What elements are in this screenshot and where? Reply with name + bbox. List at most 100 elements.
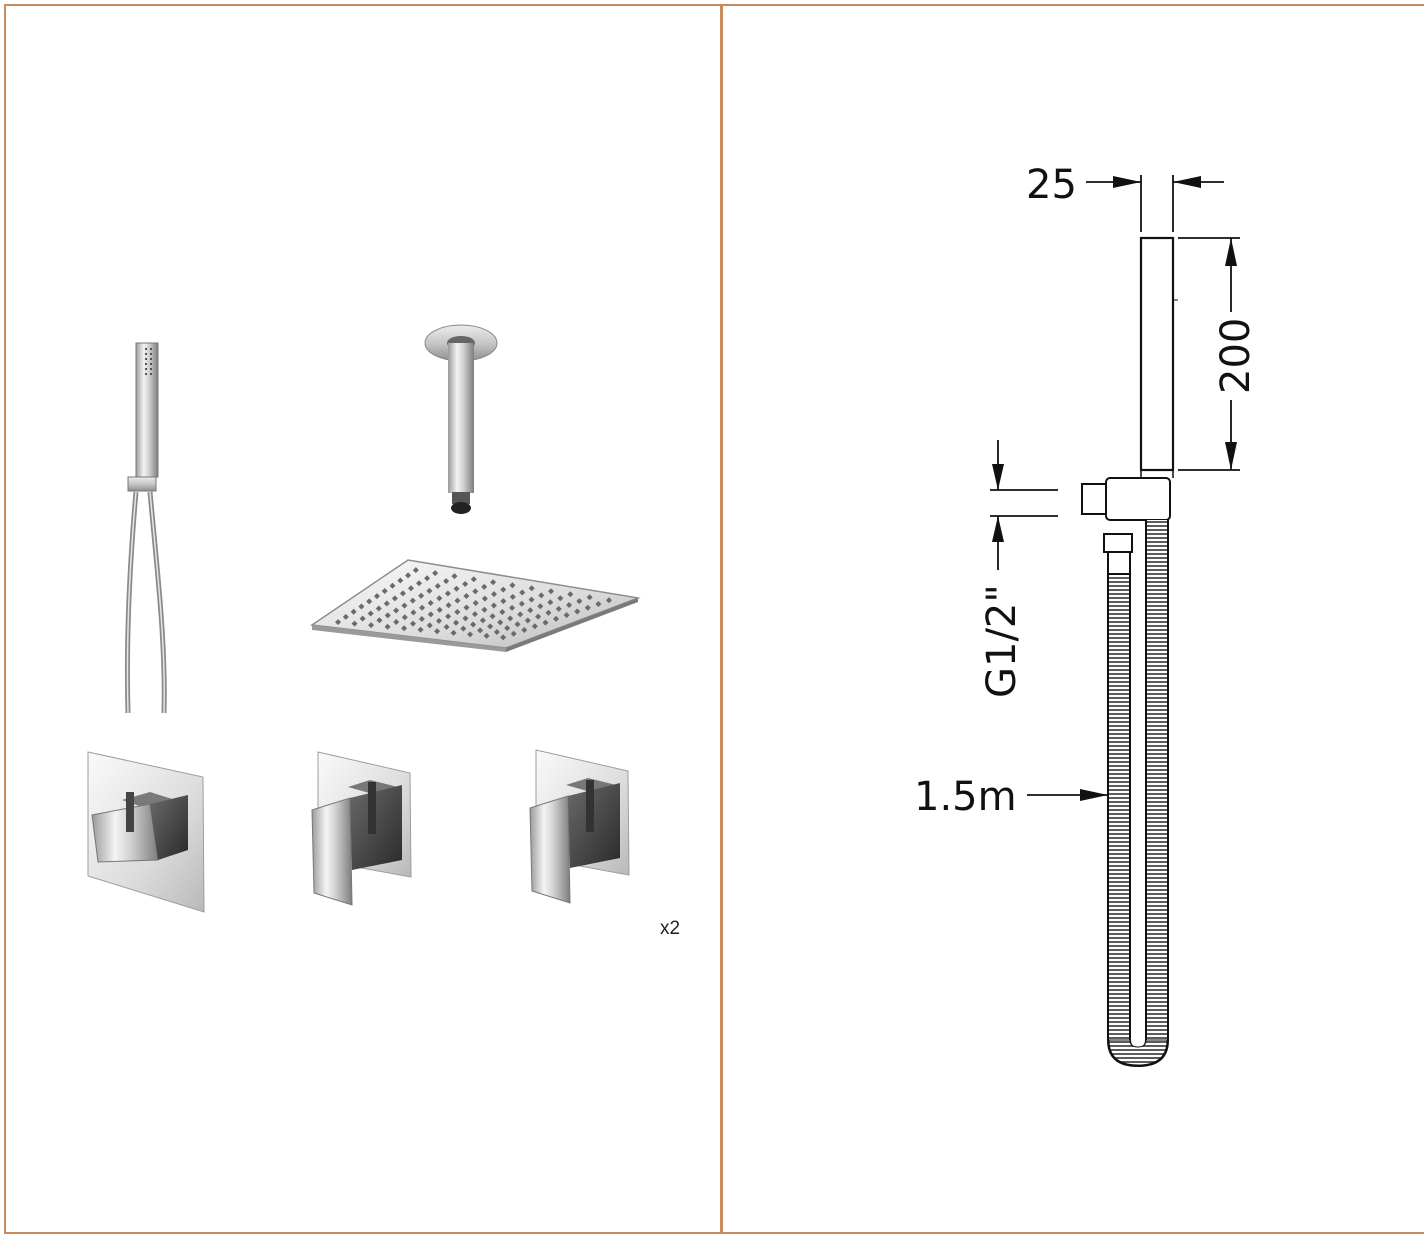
nozzle-dot xyxy=(487,623,494,630)
nozzle-dot xyxy=(538,592,545,599)
nozzle-dot xyxy=(401,614,408,621)
nozzle-dot xyxy=(401,602,408,609)
nozzle-dot xyxy=(545,609,552,616)
nozzle-dot xyxy=(472,600,479,607)
nozzle-dot xyxy=(426,587,433,594)
nozzle-dot xyxy=(463,593,470,600)
nozzle-dot xyxy=(373,593,380,600)
nozzle-dot xyxy=(504,625,511,632)
nozzle-dot xyxy=(435,617,442,624)
nozzle-dot xyxy=(605,597,612,604)
nozzle-dot xyxy=(481,583,488,590)
nozzle-dot xyxy=(376,617,383,624)
diverter-valve-image xyxy=(311,751,412,906)
nozzle-dot xyxy=(483,632,490,639)
nozzle-dot xyxy=(401,625,408,632)
nozzle-dot xyxy=(450,629,457,636)
thread-dimension xyxy=(990,440,1058,570)
nozzle-dot xyxy=(507,615,514,622)
nozzle-dot xyxy=(383,600,390,607)
thermostatic-valve-image xyxy=(87,751,205,913)
nozzle-dot xyxy=(451,573,458,580)
nozzle-dot xyxy=(351,620,358,627)
nozzle-dot xyxy=(470,621,477,628)
nozzle-dot xyxy=(407,585,414,592)
hose-length-dimension xyxy=(1027,789,1108,801)
nozzle-dot xyxy=(509,604,516,611)
nozzle-dot xyxy=(481,595,488,602)
nozzle-dot xyxy=(391,595,398,602)
nozzle-dot xyxy=(481,606,488,613)
nozzle-dot xyxy=(519,589,526,596)
nozzle-dot xyxy=(436,606,443,613)
nozzle-dot xyxy=(443,578,450,585)
nozzle-dot xyxy=(427,611,434,618)
nozzle-dot xyxy=(574,608,581,615)
nozzle-dot xyxy=(409,597,416,604)
nozzle-dot xyxy=(393,607,400,614)
nozzle-dot xyxy=(444,590,451,597)
nozzle-dot xyxy=(553,615,560,622)
nozzle-dot xyxy=(445,613,452,620)
nozzle-dot xyxy=(477,627,484,634)
nozzle-dot xyxy=(350,608,357,615)
nozzle-dot xyxy=(467,631,474,638)
nozzle-dot xyxy=(470,576,477,583)
nozzle-dot xyxy=(548,588,555,595)
nozzle-dot xyxy=(399,590,406,597)
nozzle-dot xyxy=(418,616,425,623)
hand-shower-kit-image xyxy=(124,342,167,714)
ceiling-arm-image xyxy=(424,324,498,514)
nozzle-dot xyxy=(490,579,497,586)
quantity-label: x2 xyxy=(660,918,680,939)
nozzle-dot xyxy=(359,615,366,622)
nozzle-dot xyxy=(432,570,439,577)
nozzle-dot xyxy=(497,619,504,626)
nozzle-dot xyxy=(524,617,531,624)
nozzle-dot xyxy=(514,621,521,628)
nozzle-dot xyxy=(419,604,426,611)
nozzle-dot xyxy=(412,567,419,574)
nozzle-dot xyxy=(586,594,593,601)
width-dimension xyxy=(1086,175,1224,232)
nozzle-dot xyxy=(528,596,535,603)
nozzle-dot xyxy=(509,593,516,600)
nozzle-dot xyxy=(434,628,441,635)
nozzle-dot xyxy=(500,586,507,593)
nozzle-dot xyxy=(595,601,602,608)
height-value: 200 xyxy=(1213,318,1259,394)
nozzle-dot xyxy=(436,595,443,602)
nozzle-dot xyxy=(584,604,591,611)
nozzle-dot xyxy=(563,612,570,619)
nozzle-dot xyxy=(566,602,573,609)
nozzle-dot xyxy=(500,598,507,605)
nozzle-dot xyxy=(479,617,486,624)
nozzle-dot xyxy=(510,630,517,637)
hose-ribbing-right xyxy=(1147,520,1167,1040)
nozzle-dot xyxy=(499,609,506,616)
nozzle-dot xyxy=(471,611,478,618)
hose-length-value: 1.5m xyxy=(914,774,1017,820)
nozzle-dot xyxy=(368,622,375,629)
nozzle-dot xyxy=(521,626,528,633)
nozzle-dot xyxy=(424,575,431,582)
nozzle-dot xyxy=(409,620,416,627)
nozzle-dot xyxy=(531,623,538,630)
nozzle-dot xyxy=(517,611,524,618)
height-dimension xyxy=(1178,237,1240,471)
technical-drawing-panel xyxy=(721,4,1424,1234)
nozzle-dot xyxy=(454,608,461,615)
nozzle-dot xyxy=(472,588,479,595)
nozzle-dot xyxy=(384,623,391,630)
width-value: 25 xyxy=(1026,162,1077,208)
nozzle-dot xyxy=(454,597,461,604)
nozzle-dot xyxy=(335,619,342,626)
nozzle-dot xyxy=(576,598,583,605)
nozzle-dot xyxy=(542,619,549,626)
nozzle-dot xyxy=(393,618,400,625)
thread-value: G1/2" xyxy=(979,584,1025,698)
hose-ribbing-left xyxy=(1109,576,1129,1040)
nozzle-dot xyxy=(417,626,424,633)
nozzle-dot xyxy=(528,585,535,592)
